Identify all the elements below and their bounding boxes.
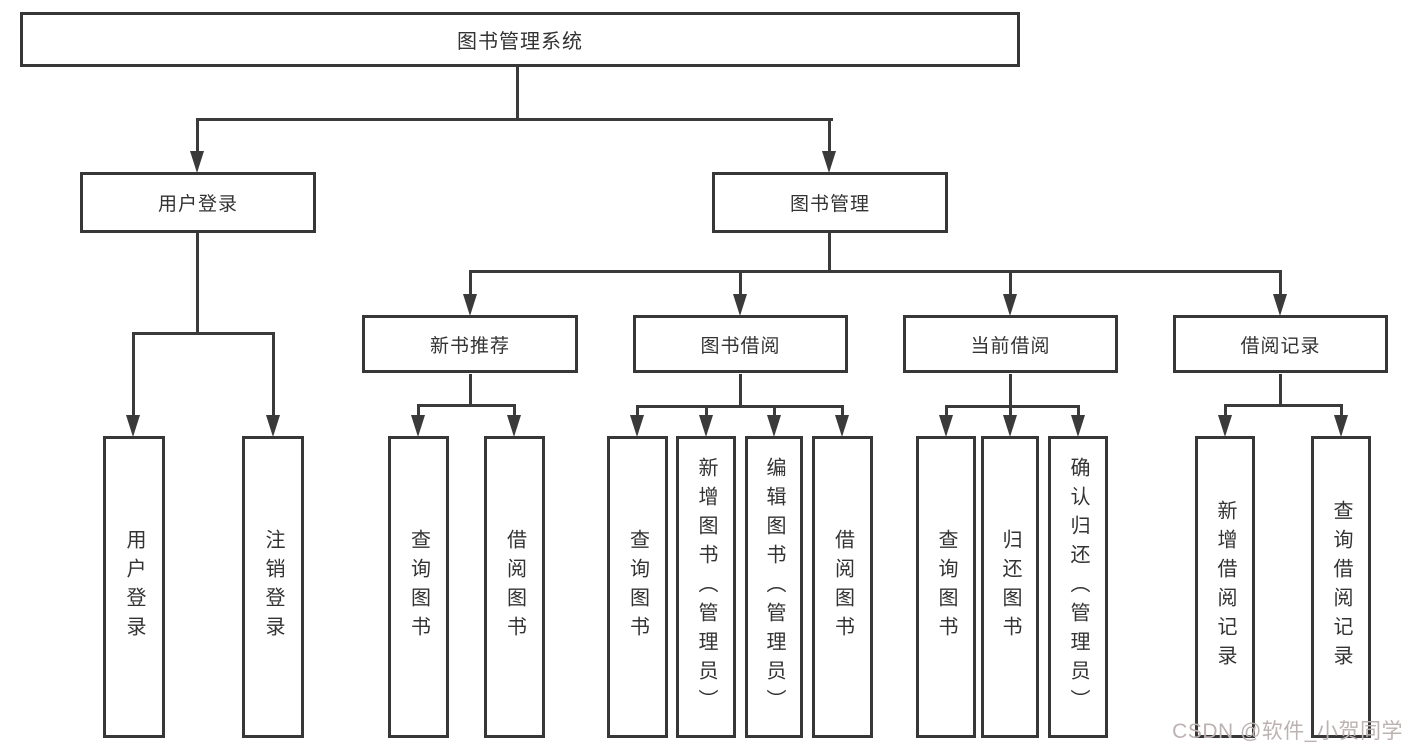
leaf-label: 编辑图书（管理员） — [763, 456, 785, 718]
edge-borrow-stem — [739, 374, 742, 408]
leaf-label: 借阅图书 — [831, 529, 854, 645]
leaf-label: 查询图书 — [935, 529, 957, 645]
edge-to-leaf — [1077, 405, 1080, 416]
edge-mgmt-rail — [469, 270, 1282, 273]
edge-current-rail — [945, 405, 1079, 408]
node-label: 新书推荐 — [429, 335, 510, 357]
leaf-label: 新增借阅记录 — [1214, 500, 1236, 674]
edge-to-borrow — [739, 270, 742, 295]
csdn-watermark: CSDN @软件_小贺同学 — [1172, 720, 1403, 743]
node-book-borrow: 图书借阅 — [633, 315, 848, 373]
leaf-confirm-return-admin: 确认归还（管理员） — [1048, 436, 1108, 738]
arrow-down-icon — [733, 294, 747, 316]
node-borrow-record: 借阅记录 — [1173, 315, 1388, 373]
edge-to-leaf — [705, 405, 708, 416]
arrow-down-icon — [1003, 294, 1017, 316]
leaf-query-books-1: 查询图书 — [388, 436, 449, 738]
node-new-book-recommend: 新书推荐 — [362, 315, 578, 373]
node-book-management: 图书管理 — [712, 172, 948, 233]
arrow-down-icon — [126, 415, 140, 437]
edge-mgmt-stem — [828, 233, 831, 273]
node-label: 图书管理 — [789, 194, 870, 215]
leaf-add-books-admin: 新增图书（管理员） — [676, 436, 736, 738]
node-root-label: 图书管理系统 — [457, 31, 583, 53]
edge-to-book-mgmt — [828, 118, 831, 154]
edge-to-new-rec — [469, 270, 472, 295]
node-label: 图书借阅 — [700, 335, 781, 357]
edge-to-leaf — [513, 404, 516, 416]
leaf-user-login: 用户登录 — [103, 436, 165, 738]
edge-borrow-rail — [636, 405, 843, 408]
leaf-label: 借阅图书 — [503, 529, 526, 645]
arrow-down-icon — [835, 415, 849, 437]
arrow-down-icon — [266, 415, 280, 437]
node-current-borrow: 当前借阅 — [903, 315, 1118, 373]
node-label: 用户登录 — [157, 194, 238, 215]
arrow-down-icon — [411, 415, 425, 437]
leaf-query-borrow-record: 查询借阅记录 — [1311, 436, 1371, 738]
edge-to-leaf — [1009, 405, 1012, 416]
arrow-down-icon — [1334, 415, 1348, 437]
leaf-label: 归还图书 — [999, 529, 1021, 645]
arrow-down-icon — [1273, 294, 1287, 316]
leaf-borrow-books-2: 借阅图书 — [812, 436, 873, 738]
leaf-query-books-2: 查询图书 — [607, 436, 668, 738]
arrow-down-icon — [767, 415, 781, 437]
edge-to-leaf — [132, 332, 135, 416]
edge-to-leaf — [1340, 404, 1343, 416]
arrow-down-icon — [1071, 415, 1085, 437]
edge-root-stem — [516, 67, 519, 120]
node-label: 借阅记录 — [1240, 335, 1321, 357]
edge-to-current — [1009, 270, 1012, 295]
arrow-down-icon — [190, 151, 204, 173]
leaf-borrow-books-1: 借阅图书 — [484, 436, 545, 738]
arrow-down-icon — [630, 415, 644, 437]
edge-to-leaf — [945, 405, 948, 416]
leaf-return-books: 归还图书 — [981, 436, 1039, 738]
edge-to-record — [1279, 270, 1282, 295]
leaf-label: 注销登录 — [262, 529, 284, 645]
edge-current-stem — [1009, 374, 1012, 408]
edge-record-stem — [1279, 374, 1282, 407]
edge-level1-rail — [196, 118, 833, 121]
leaf-label: 查询图书 — [626, 529, 649, 645]
arrow-down-icon — [1218, 415, 1232, 437]
edge-to-leaf — [773, 405, 776, 416]
leaf-logout: 注销登录 — [242, 436, 304, 738]
leaf-label: 查询图书 — [407, 529, 430, 645]
leaf-label: 用户登录 — [123, 529, 145, 645]
arrow-down-icon — [699, 415, 713, 437]
arrow-down-icon — [822, 151, 836, 173]
edge-newrec-rail — [417, 404, 516, 407]
arrow-down-icon — [939, 415, 953, 437]
edge-to-leaf — [841, 405, 844, 416]
node-root: 图书管理系统 — [20, 12, 1020, 67]
leaf-add-borrow-record: 新增借阅记录 — [1195, 436, 1255, 738]
arrow-down-icon — [1003, 415, 1017, 437]
edge-login-stem — [196, 233, 199, 334]
leaf-edit-books-admin: 编辑图书（管理员） — [745, 436, 803, 738]
edge-to-leaf — [1224, 404, 1227, 416]
edge-to-leaf — [636, 405, 639, 416]
edge-newrec-stem — [469, 374, 472, 407]
node-user-login: 用户登录 — [80, 172, 316, 233]
leaf-label: 新增图书（管理员） — [695, 456, 717, 718]
arrow-down-icon — [507, 415, 521, 437]
edge-login-rail — [132, 332, 275, 335]
edge-to-leaf — [272, 332, 275, 416]
edge-to-leaf — [417, 404, 420, 416]
leaf-label: 查询借阅记录 — [1330, 500, 1352, 674]
leaf-query-books-3: 查询图书 — [916, 436, 976, 738]
edge-to-user-login — [196, 118, 199, 154]
edge-record-rail — [1224, 404, 1342, 407]
node-label: 当前借阅 — [970, 335, 1051, 357]
leaf-label: 确认归还（管理员） — [1067, 456, 1089, 718]
arrow-down-icon — [463, 294, 477, 316]
